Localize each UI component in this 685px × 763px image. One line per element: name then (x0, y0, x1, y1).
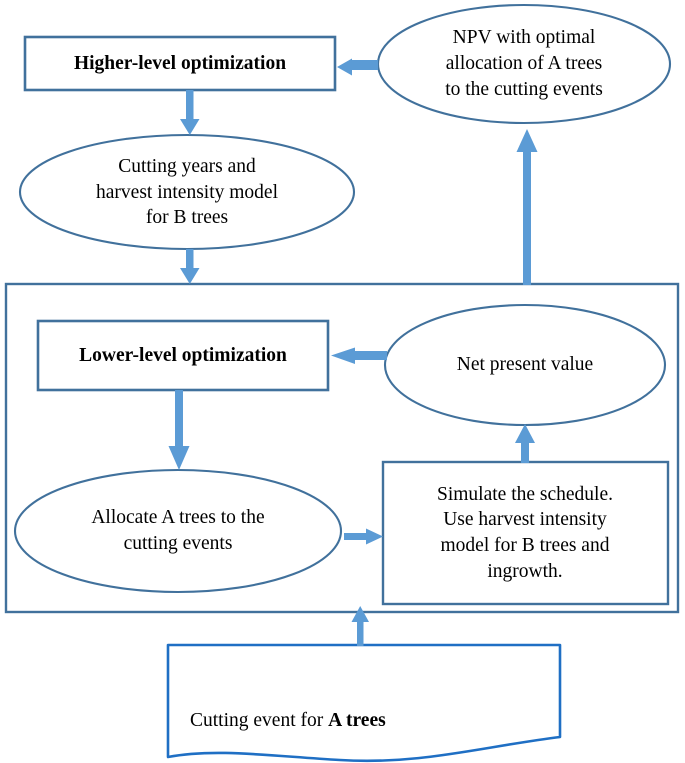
simulate-schedule-box[interactable] (381, 460, 670, 606)
arrow-document-to-container (351, 606, 369, 646)
arrow-npv-to-higher-level (337, 58, 378, 76)
cutting-years-model-ellipse[interactable] (18, 133, 356, 251)
arrow-net-present-value-to-lower-level (331, 347, 387, 364)
lower-level-optimization-box[interactable] (36, 319, 330, 392)
arrow-container-to-npv (516, 129, 538, 285)
allocate-a-trees-ellipse[interactable] (13, 468, 343, 594)
lower-level-container[interactable] (4, 282, 680, 614)
higher-level-optimization-box[interactable] (23, 35, 337, 92)
arrow-lower-level-to-allocate (168, 390, 190, 470)
net-present-value-ellipse[interactable] (383, 303, 667, 427)
arrow-higher-level-to-cutting-years (180, 90, 200, 135)
arrow-allocate-to-simulate (344, 528, 383, 545)
input-document-shape[interactable] (166, 643, 562, 763)
arrow-cutting-years-to-container (180, 249, 200, 284)
npv-optimal-allocation-ellipse[interactable] (376, 3, 672, 125)
arrow-simulate-to-net-present-value (515, 424, 535, 463)
